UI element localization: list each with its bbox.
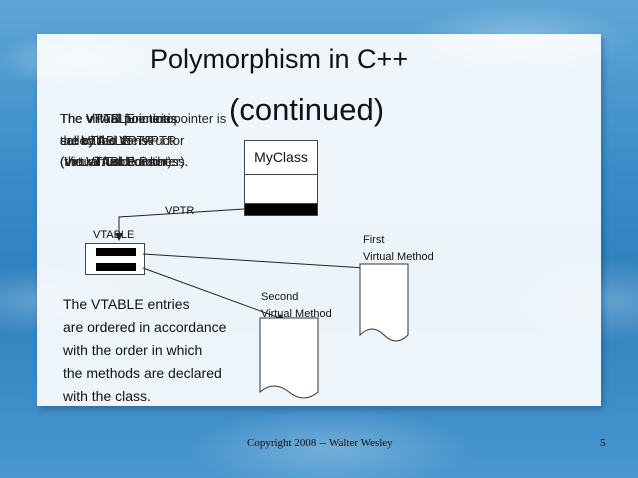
slide-title: Polymorphism in C++ [150,44,409,74]
body-line: are ordered in accordance [63,319,227,335]
overlay-line-1a: The VPTR points to [60,111,174,126]
body-line: with the order in which [63,342,203,358]
overlay-line-2c: called the VPTR [60,133,154,148]
overlay-line-3a: (the VTABLE address. [60,154,189,169]
overlay-line-3c: (Virtual Table Pointer). [60,154,189,169]
overlay-line-1b: The VTABLE entries [60,111,178,126]
second-method-label-1: Second [261,291,299,303]
vtable-label: VTABLE [93,229,135,241]
slide-title-continued: (continued) [229,92,385,127]
body-line: with the class. [63,388,151,404]
second-method-label-2: Virtual Method [261,308,332,320]
page-number: 5 [600,437,606,449]
body-line: the methods are declared [63,365,222,381]
first-method-label-2: Virtual Method [363,251,434,263]
overlay-line-2d: set by the constructor [60,133,185,148]
first-method-label-1: First [363,234,385,246]
myclass-box: MyClass [244,140,318,216]
copyright-footer: Copyright 2008 -- Walter Wesley [247,437,393,449]
myclass-label: MyClass [245,141,317,175]
overlay-line-3b: (the Virtual Pointer). [60,154,176,169]
body-text: The VTABLE entries are ordered in accord… [63,293,226,408]
vtable-box [85,243,145,275]
overlay-line-2a: the VTABLE [60,133,131,148]
vtable-entry-1 [96,248,136,256]
vptr-slot [245,204,317,215]
overlay-line-2b: are called the VPTR [60,133,177,148]
overlay-line-1d: The virtual pointer is [60,111,178,126]
overlay-line-1c: The virtual function pointer is [60,111,227,126]
vptr-label: VPTR [165,205,195,217]
vtable-entry-2 [96,263,136,271]
myclass-member-slot [245,175,317,204]
overlay-line-3d: (virtual functions. [60,154,159,169]
body-line: The VTABLE entries [63,296,190,312]
